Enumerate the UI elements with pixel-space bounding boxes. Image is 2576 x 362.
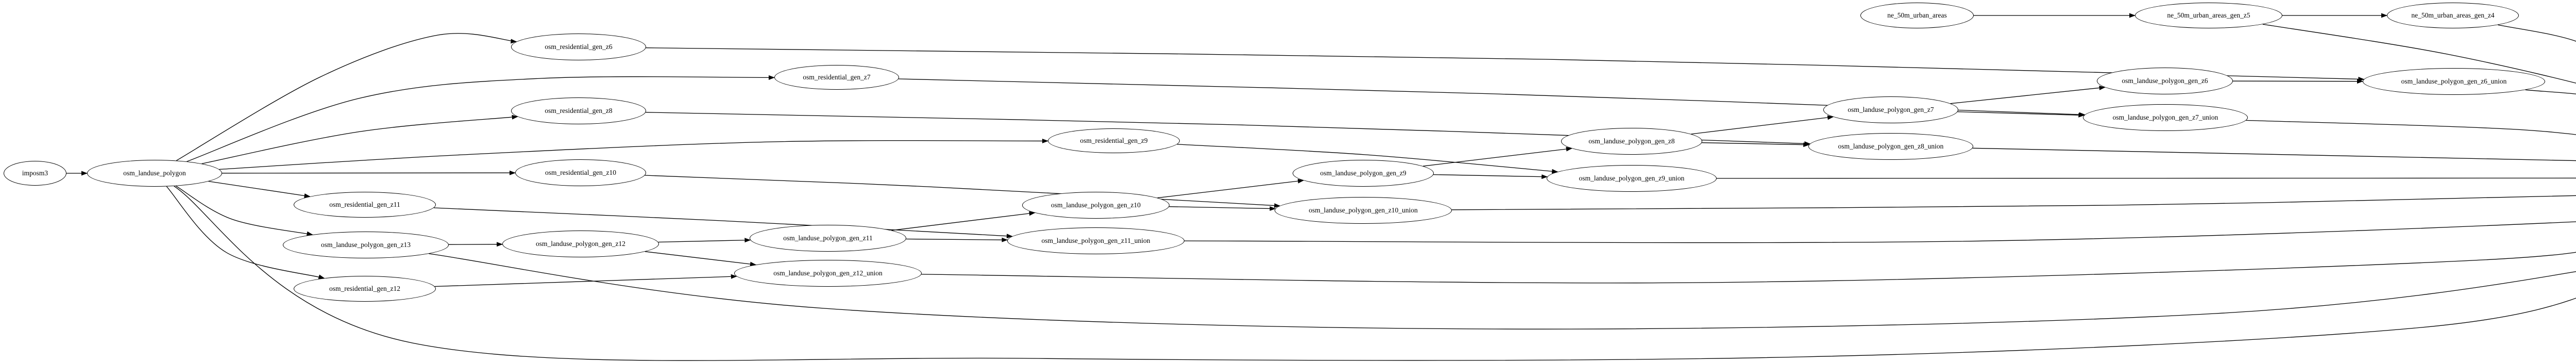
edge-res_z11-to-gen_z11_union [433, 207, 1013, 239]
node-label: osm_landuse_polygon_gen_z7 [1848, 106, 1934, 113]
node-label: osm_landuse_polygon_gen_z8_union [1838, 142, 1944, 150]
edge-gen_z7-to-gen_z6 [1950, 85, 2106, 104]
edge-gen_z12_union-to-layer-z12 [921, 252, 2576, 284]
edge-osm_landuse_polygon-to-res_z12 [166, 186, 325, 279]
edge-osm_landuse_polygon-to-res_z8 [201, 114, 518, 164]
edge-gen_z7_union-to-layer-z7 [2246, 120, 2576, 135]
edge-gen_z11-to-gen_z10 [891, 211, 1036, 231]
edge-gen_z8_union-to-layer-z8 [1972, 147, 2576, 161]
edge-osm_landuse_polygon-to-gen_z13 [176, 186, 313, 236]
node-gen_z11: osm_landuse_polygon_gen_z11 [750, 225, 906, 252]
node-gen_z9_union: osm_landuse_polygon_gen_z9_union [1547, 165, 1717, 192]
edge-gen_z13-to-layer-z13 [429, 253, 2576, 330]
edge-gen_z10-to-gen_z9 [1157, 178, 1304, 199]
node-gen_z7_union: osm_landuse_polygon_gen_z7_union [2083, 104, 2248, 131]
node-label: ne_50m_urban_areas_gen_z5 [2167, 11, 2250, 19]
node-ne_z4: ne_50m_urban_areas_gen_z4 [2387, 3, 2519, 28]
node-label: osm_landuse_polygon_gen_z8 [1588, 137, 1675, 145]
node-res_z7: osm_residential_gen_z7 [774, 65, 899, 90]
node-label: osm_landuse_polygon_gen_z10 [1051, 201, 1141, 209]
node-imposm3: imposm3 [4, 161, 66, 186]
edge-gen_z8-to-gen_z8_union [1702, 142, 1810, 147]
edge-res_z10-to-gen_z10_union [645, 175, 1281, 208]
node-label: osm_landuse_polygon_gen_z13 [321, 241, 411, 249]
node-label: osm_residential_gen_z6 [545, 43, 613, 51]
node-label: osm_landuse_polygon [123, 169, 186, 177]
node-gen_z6_union: osm_landuse_polygon_gen_z6_union [2363, 68, 2545, 95]
node-gen_z9: osm_landuse_polygon_gen_z9 [1293, 160, 1434, 187]
node-osm_landuse_polygon: osm_landuse_polygon [87, 160, 222, 187]
node-gen_z6: osm_landuse_polygon_gen_z6 [2097, 68, 2233, 94]
node-label: osm_landuse_polygon_gen_z9 [1320, 169, 1406, 177]
node-gen_z7: osm_landuse_polygon_gen_z7 [1823, 96, 1958, 123]
node-gen_z11_union: osm_landuse_polygon_gen_z11_union [1007, 227, 1184, 254]
node-gen_z8_union: osm_landuse_polygon_gen_z8_union [1808, 133, 1973, 160]
edge-res_z9-to-gen_z9_union [1177, 144, 1558, 174]
edge-osm_landuse_polygon-to-layer-z14+ [174, 186, 2576, 361]
node-gen_z10_union: osm_landuse_polygon_gen_z10_union [1275, 197, 1452, 224]
node-label: osm_landuse_polygon_gen_z11 [783, 234, 873, 242]
edge-gen_z9-to-gen_z8 [1423, 146, 1572, 167]
edge-ne_z5-to-layer-z5 [2262, 24, 2576, 84]
node-res_z12: osm_residential_gen_z12 [294, 276, 436, 302]
edge-ne_z4-to-layer-z4 [2498, 24, 2576, 42]
node-label: imposm3 [22, 169, 48, 177]
edge-gen_z11_union-to-layer-z11 [1184, 221, 2576, 243]
node-label: osm_landuse_polygon_gen_z9_union [1579, 174, 1685, 182]
node-label: ne_50m_urban_areas_gen_z4 [2411, 11, 2495, 19]
node-label: osm_landuse_polygon_gen_z6_union [2401, 77, 2507, 85]
node-label: osm_residential_gen_z10 [545, 169, 616, 176]
node-label: osm_residential_gen_z7 [803, 73, 871, 81]
node-label: osm_landuse_polygon_gen_z10_union [1309, 206, 1418, 214]
node-label: osm_landuse_polygon_gen_z12 [536, 240, 625, 248]
node-label: osm_residential_gen_z9 [1080, 137, 1148, 144]
node-res_z11: osm_residential_gen_z11 [294, 192, 436, 218]
node-res_z9: osm_residential_gen_z9 [1048, 128, 1180, 153]
node-label: osm_residential_gen_z11 [329, 201, 400, 208]
node-gen_z12: osm_landuse_polygon_gen_z12 [502, 231, 659, 257]
edge-gen_z12-to-gen_z11 [658, 238, 751, 243]
edge-gen_z8-to-gen_z7 [1691, 115, 1834, 135]
edge-gen_z9-to-gen_z9_union [1433, 174, 1548, 179]
edge-osm_landuse_polygon-to-res_z9 [219, 138, 1048, 170]
edge-osm_landuse_polygon-to-res_z6 [176, 33, 517, 161]
node-gen_z13: osm_landuse_polygon_gen_z13 [283, 232, 449, 258]
node-res_z8: osm_residential_gen_z8 [511, 97, 646, 124]
node-gen_z8: osm_landuse_polygon_gen_z8 [1561, 128, 1702, 155]
node-gen_z10: osm_landuse_polygon_gen_z10 [1022, 192, 1170, 219]
node-ne: ne_50m_urban_areas [1860, 3, 1974, 28]
edge-gen_z10_union-to-layer-z10 [1451, 195, 2576, 210]
node-label: osm_landuse_polygon_gen_z12_union [773, 269, 883, 277]
node-ne_z5: ne_50m_urban_areas_gen_z5 [2135, 3, 2282, 28]
node-label: ne_50m_urban_areas [1887, 11, 1947, 19]
node-label: osm_residential_gen_z8 [545, 107, 613, 114]
node-label: osm_landuse_polygon_gen_z7_union [2112, 113, 2218, 121]
edge-gen_z10-to-gen_z10_union [1169, 206, 1276, 211]
edge-osm_landuse_polygon-to-res_z7 [187, 75, 775, 162]
node-label: osm_landuse_polygon_gen_z11_union [1041, 237, 1150, 244]
edge-res_z12-to-gen_z12_union [434, 274, 737, 287]
edge-gen_z7-to-gen_z7_union [1957, 111, 2085, 118]
edge-gen_z12-to-gen_z12_union [645, 251, 756, 267]
edge-gen_z11-to-gen_z11_union [906, 237, 1008, 242]
node-label: osm_landuse_polygon_gen_z6 [2122, 77, 2208, 85]
node-gen_z12_union: osm_landuse_polygon_gen_z12_union [734, 260, 922, 287]
node-res_z6: osm_residential_gen_z6 [511, 34, 646, 60]
node-label: osm_residential_gen_z12 [329, 285, 400, 292]
node-res_z10: osm_residential_gen_z10 [515, 159, 646, 186]
edge-gen_z13-to-gen_z12 [448, 242, 503, 247]
edge-gen_z6_union-to-layer-z6 [2525, 89, 2576, 94]
edge-osm_landuse_polygon-to-res_z11 [208, 180, 311, 198]
